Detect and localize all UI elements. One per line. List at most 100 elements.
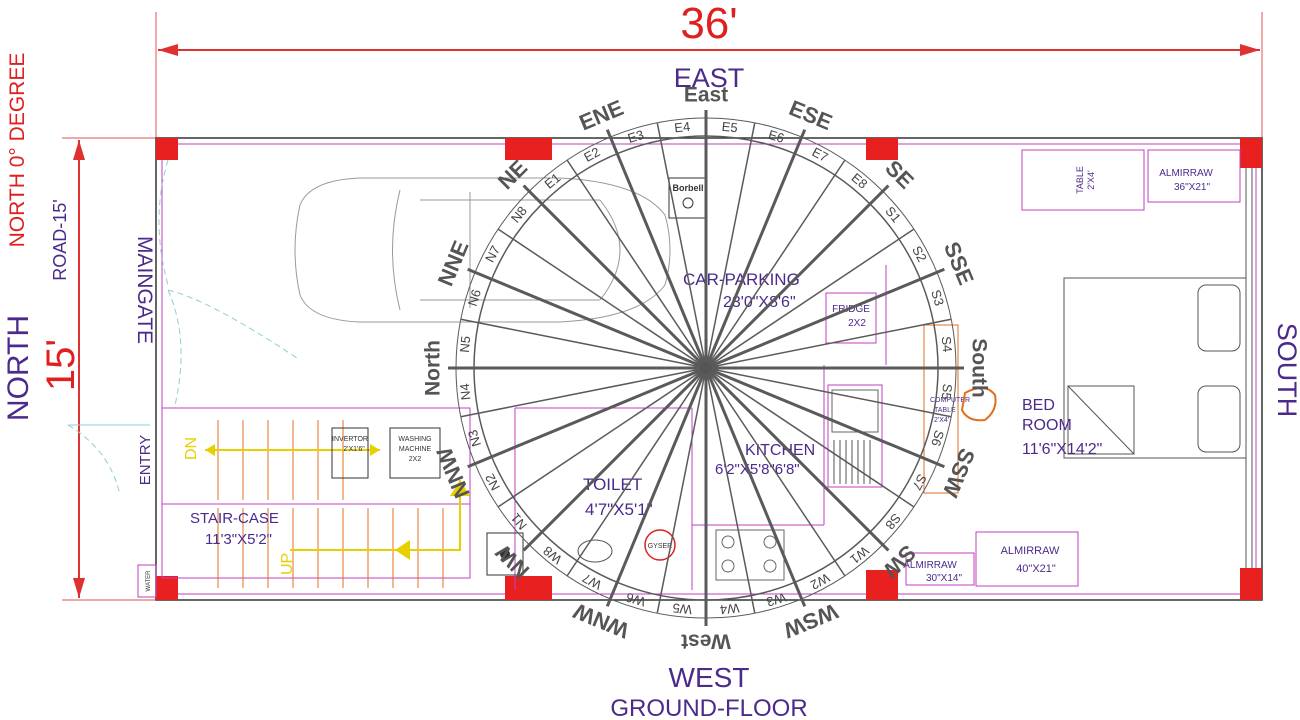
compass-spoke	[705, 159, 846, 369]
washing-size: 2X2	[409, 456, 422, 463]
compass-zone-label: E4	[674, 119, 691, 135]
compass-spoke	[467, 366, 707, 469]
column	[156, 576, 178, 600]
column	[866, 138, 898, 160]
toilet-size: 4'7"X5'1"	[585, 500, 653, 519]
gyser-label: GYSER	[648, 543, 673, 550]
east-label: EAST	[674, 63, 745, 93]
bell-icon	[682, 197, 694, 209]
compass-spoke	[704, 366, 890, 552]
almirah1-size: 36"X21"	[1174, 182, 1210, 193]
compass-zone-label: E3	[626, 127, 646, 146]
almirah-3	[905, 552, 975, 586]
top-dimension-label: 36'	[680, 0, 737, 48]
computer-table	[923, 324, 959, 494]
stair-walls	[161, 407, 471, 579]
compass-spoke	[605, 367, 708, 607]
compass-spoke	[566, 367, 707, 577]
arrow-down-icon	[73, 578, 85, 598]
compass-zone-label: S5	[939, 383, 955, 400]
compass-zone-label: W5	[672, 600, 693, 617]
compass-zone-label: N1	[508, 510, 530, 532]
column	[1240, 138, 1262, 168]
compass-spoke	[705, 228, 915, 369]
arrow-up-icon	[73, 140, 85, 160]
compass-zone-label: N8	[508, 203, 530, 225]
borbell-label: Borbell	[672, 183, 703, 193]
pillow	[1197, 284, 1241, 352]
compass-zone-label: S3	[928, 288, 947, 308]
fridge-label: FRIDGE	[832, 304, 870, 315]
column	[505, 138, 552, 160]
computer-label: COMPUTER	[930, 397, 970, 404]
gate-swing	[167, 289, 182, 406]
north-degree-label: NORTH 0° DEGREE	[6, 53, 29, 248]
stair-arrows	[205, 449, 461, 551]
almirah-1	[1147, 149, 1241, 203]
compass-zone-label: W2	[808, 570, 832, 592]
compass-outer-ring	[455, 117, 957, 619]
compass-spoke	[605, 129, 708, 369]
compass-spoke	[705, 122, 756, 369]
side-dimension-label: 15'	[39, 339, 83, 391]
kitchen-label: KITCHEN	[745, 442, 815, 459]
inverter	[331, 427, 369, 479]
compass-zone-label: W4	[719, 600, 740, 617]
compass-zone-label: N4	[457, 383, 474, 401]
compass-direction-label: NNW	[431, 443, 474, 501]
compass-spoke	[705, 366, 945, 469]
compass-zone-label: E6	[766, 127, 786, 146]
compass-zone-label: N5	[457, 335, 474, 353]
compass-spoke	[656, 367, 707, 614]
inverter-label: INVERTOR	[332, 436, 368, 443]
compass-spoke	[705, 367, 915, 508]
stair-treads	[217, 420, 444, 588]
almirah1-label: ALMIRRAW	[1159, 168, 1213, 179]
chair-icon	[960, 387, 997, 422]
geyser	[644, 529, 676, 561]
almirah3-size: 30"X14"	[926, 573, 962, 584]
column	[866, 570, 898, 600]
almirah3-label: ALMIRRAW	[903, 560, 957, 571]
bedroom-size: 11'6"X14'2"	[1022, 441, 1102, 458]
compass-direction-label: South	[967, 338, 990, 397]
compass-direction-label: NNE	[433, 237, 474, 289]
maingate-label: MAINGATE	[133, 236, 156, 344]
compass-spoke	[460, 318, 707, 369]
compass-zone-label: W8	[540, 543, 565, 567]
compass-spoke	[460, 367, 707, 418]
compass-zone-label: S4	[939, 336, 955, 353]
pillow	[1197, 385, 1241, 453]
bedroom-label2: ROOM	[1022, 417, 1072, 434]
dn-arrow-icon	[205, 444, 215, 456]
tap-icon	[500, 549, 510, 559]
compass-direction-label: East	[684, 84, 728, 107]
computer-label2: TABLE	[934, 407, 956, 414]
compass-zone-label: N2	[482, 471, 503, 493]
compass-zone-label: N6	[465, 288, 484, 308]
compass-spoke	[705, 267, 945, 370]
compass-spoke	[705, 367, 756, 614]
entry-label: ENTRY	[137, 435, 154, 486]
compass-spoke	[704, 184, 890, 370]
arrow-icon	[370, 444, 380, 456]
car-icon	[294, 177, 671, 323]
stair-size: 11'3"X5'2"	[205, 531, 272, 548]
sink	[831, 389, 879, 433]
computer-size: 2'X4'	[934, 417, 949, 424]
almirah-2	[975, 531, 1079, 587]
column	[156, 138, 178, 160]
up-label: UP	[279, 553, 296, 575]
compass-zone-label: W1	[847, 543, 872, 567]
column	[505, 576, 552, 600]
north-label: NORTH	[2, 315, 35, 421]
washing-label: WASHING	[398, 436, 431, 443]
column	[1240, 568, 1262, 600]
compass-zone-label: W6	[624, 590, 647, 610]
compass-spoke	[705, 367, 846, 577]
floor-label: GROUND-FLOOR	[610, 695, 807, 720]
fridge-size: 2X2	[848, 318, 866, 329]
compass-zone-label: S2	[909, 243, 930, 264]
compass-zone-label: E2	[581, 144, 602, 165]
compass-direction-label: SSW	[938, 445, 980, 501]
